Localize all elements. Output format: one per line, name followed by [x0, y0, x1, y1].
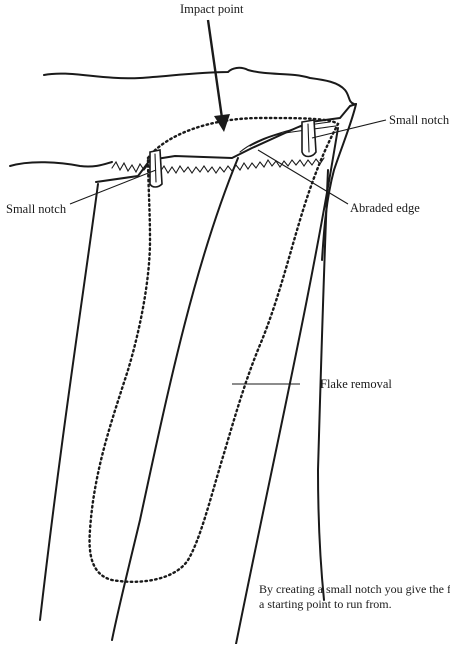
label-small-notch-right: Small notch: [389, 113, 450, 127]
leader-small-notch-left: [69, 169, 157, 205]
bone-back-contour: [43, 66, 355, 105]
bone-shaft-far-right: [317, 169, 329, 601]
bone-right-edge: [321, 103, 357, 261]
bone-shaft-left: [39, 183, 99, 621]
small-notch-right-inner: [307, 123, 310, 153]
caption-line-2: a starting point to run from.: [259, 597, 392, 611]
label-abraded-edge: Abraded edge: [350, 201, 420, 215]
label-impact-point: Impact point: [180, 2, 244, 16]
bone-shaft-middle: [111, 157, 239, 641]
leader-abraded-edge: [257, 149, 349, 205]
abraded-edge-scribble: [239, 121, 337, 153]
caption-line-1: By creating a small notch you give the f…: [259, 582, 450, 596]
label-flake-removal: Flake removal: [320, 377, 392, 391]
leader-small-notch-right: [311, 119, 387, 139]
flake-removal-outline: [88, 116, 340, 583]
bone-fracture-edge: [95, 103, 357, 183]
impact-arrow-shaft: [206, 19, 224, 119]
small-notch-left-inner: [154, 153, 157, 183]
impact-arrow-head: [214, 114, 230, 132]
label-small-notch-left: Small notch: [6, 202, 67, 216]
bone-left-contour: [9, 161, 113, 168]
